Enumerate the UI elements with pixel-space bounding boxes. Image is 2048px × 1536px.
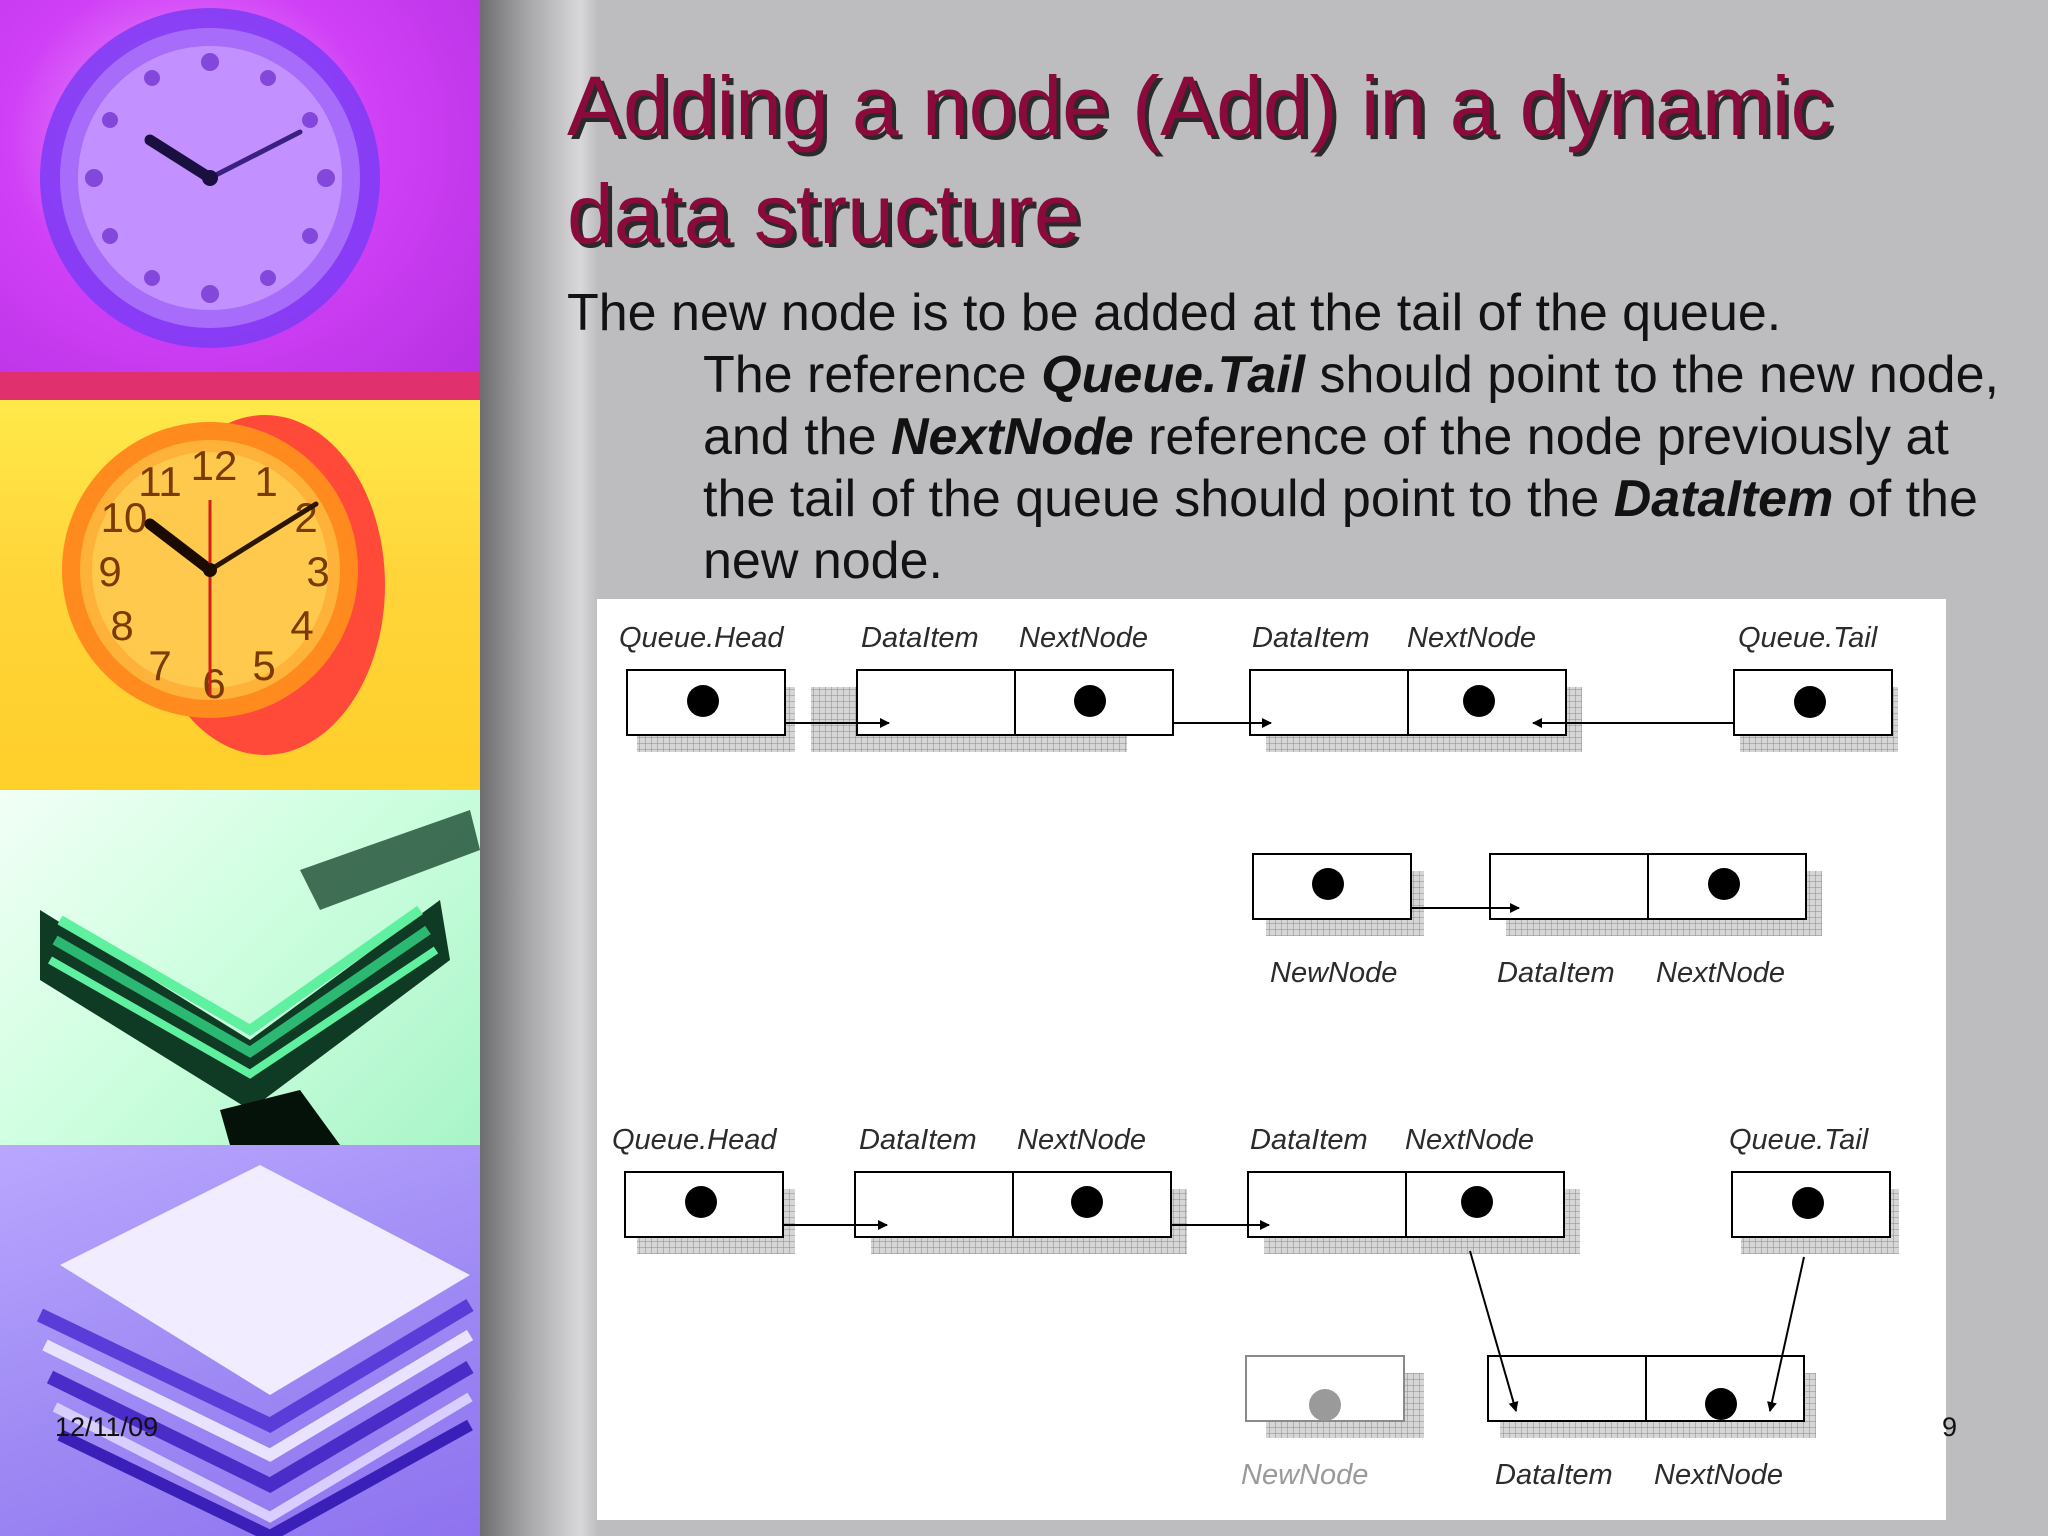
after-label-nextnode-2: NextNode xyxy=(1405,1124,1534,1156)
after-label-dataitem-1: DataItem xyxy=(859,1124,977,1156)
green-papers-photo xyxy=(0,790,480,1145)
purple-papers-photo xyxy=(0,1145,480,1536)
papers-icon xyxy=(36,1165,474,1536)
svg-text:11: 11 xyxy=(138,458,182,505)
svg-text:6: 6 xyxy=(202,660,225,707)
before-label-nextnode-1: NextNode xyxy=(1019,622,1148,654)
before-label-nextnode-2: NextNode xyxy=(1407,622,1536,654)
magenta-band xyxy=(0,372,480,402)
after-label-newnode-nextnode: NextNode xyxy=(1654,1459,1783,1491)
svg-text:4: 4 xyxy=(290,602,313,649)
strip-shadow xyxy=(480,0,598,1536)
emphasis-data-item: DataItem xyxy=(1613,470,1834,528)
before-node2-dataitem xyxy=(1249,669,1409,736)
queue-diagram-panel: Queue.Head DataItem NextNode DataItem Ne… xyxy=(597,599,1946,1520)
after-label-newnode: NewNode xyxy=(1241,1459,1368,1491)
queue-diagram: Queue.Head DataItem NextNode DataItem Ne… xyxy=(612,622,1899,1491)
before-newnode-dataitem xyxy=(1489,853,1649,920)
before-label-newnode-dataitem: DataItem xyxy=(1497,957,1615,989)
before-label-newnode: NewNode xyxy=(1270,957,1397,989)
after-label-nextnode-1: NextNode xyxy=(1017,1124,1146,1156)
before-label-queue-tail: Queue.Tail xyxy=(1738,622,1879,654)
svg-text:10: 10 xyxy=(101,494,148,541)
papers-icon xyxy=(40,810,480,1145)
after-label-queue-tail: Queue.Tail xyxy=(1729,1124,1870,1156)
svg-text:9: 9 xyxy=(98,548,121,595)
before-node1-dataitem xyxy=(856,669,1016,736)
after-node1-dataitem xyxy=(854,1171,1014,1238)
after-diagram: Queue.Head DataItem NextNode DataItem Ne… xyxy=(612,1124,1899,1491)
before-label-newnode-nextnode: NextNode xyxy=(1656,957,1785,989)
svg-text:5: 5 xyxy=(252,642,275,689)
before-label-dataitem-2: DataItem xyxy=(1252,622,1370,654)
svg-text:7: 7 xyxy=(148,642,171,689)
emphasis-queue-tail: Queue.Tail xyxy=(1041,346,1306,404)
svg-text:12: 12 xyxy=(191,442,238,489)
footer-date: 12/11/09 xyxy=(55,1412,159,1442)
before-label-queue-head: Queue.Head xyxy=(619,622,784,654)
before-diagram: Queue.Head DataItem NextNode DataItem Ne… xyxy=(619,622,1898,989)
after-label-queue-head: Queue.Head xyxy=(612,1124,777,1156)
clock-icon xyxy=(40,8,380,348)
page-number: 9 xyxy=(1942,1412,1958,1442)
body-line-1: The new node is to be added at the tail … xyxy=(567,284,1782,342)
svg-text:1: 1 xyxy=(254,458,277,505)
body-segment: of the new node. xyxy=(703,470,1978,590)
before-label-dataitem-1: DataItem xyxy=(861,622,979,654)
body-segment: reference of the node previously at the … xyxy=(703,408,1949,528)
svg-text:8: 8 xyxy=(110,602,133,649)
svg-text:3: 3 xyxy=(306,548,329,595)
after-label-newnode-dataitem: DataItem xyxy=(1495,1459,1613,1491)
after-newnode-dataitem xyxy=(1487,1355,1647,1422)
body-text: The new node is to be added at the tail … xyxy=(567,282,2007,592)
purple-clock-photo xyxy=(0,0,480,400)
body-paragraph: The reference Queue.Tail should point to… xyxy=(567,344,2007,592)
after-label-dataitem-2: DataItem xyxy=(1250,1124,1368,1156)
body-segment: should point to the new node, and the xyxy=(703,346,1999,466)
body-segment: The reference xyxy=(703,346,1042,404)
after-node2-dataitem xyxy=(1247,1171,1407,1238)
slide-title: Adding a node (Add) in a dynamic data st… xyxy=(567,59,1833,261)
emphasis-next-node: NextNode xyxy=(890,408,1134,466)
